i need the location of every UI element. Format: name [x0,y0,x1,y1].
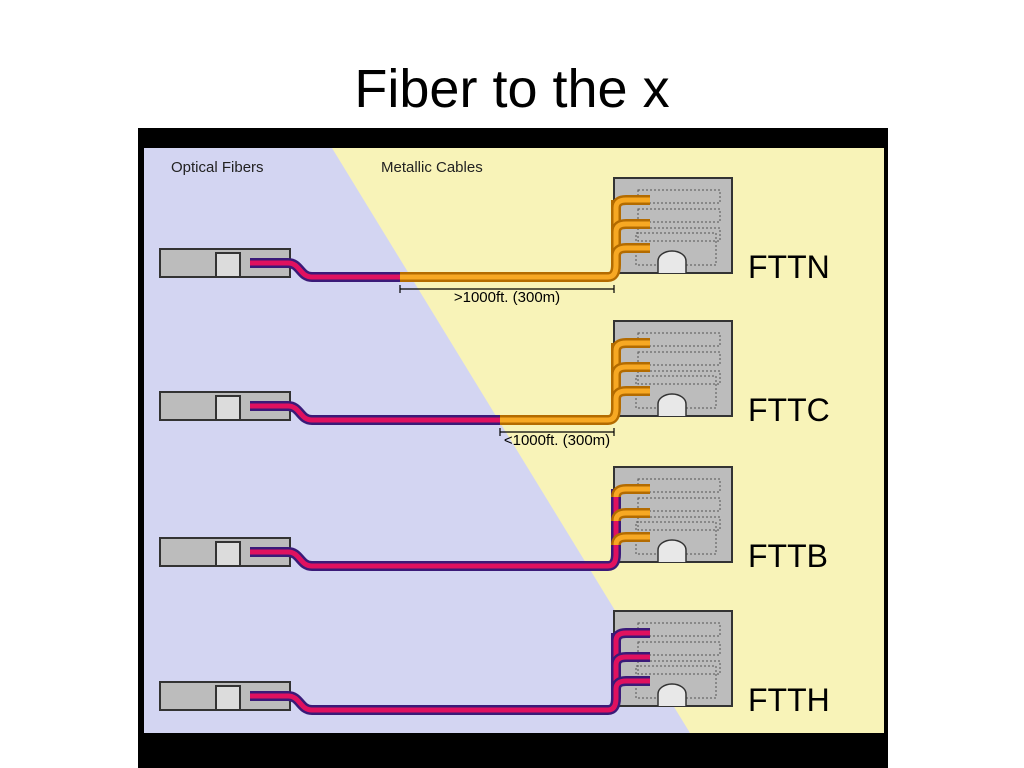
branch-cable-core [613,654,650,666]
central-office-port [215,541,241,567]
dish-icon [657,393,687,416]
building-floor [637,208,721,223]
slide-title: Fiber to the x [354,59,670,119]
copper-cable-core [400,200,619,280]
branch-cable-core [613,510,650,522]
dish-icon [657,539,687,562]
branch-cable-core [613,388,650,400]
building-floor [637,516,721,531]
branch-cable-core [613,197,650,209]
building-floor [637,660,721,675]
building-floor [637,497,721,512]
building-floor [637,227,721,242]
distance-label: >1000ft. (300m) [454,289,560,306]
fttx-diagram: Optical Fibers Metallic Cables FTTN >1000… [138,128,888,768]
optical-zone [144,148,690,733]
diagram-bottom-bar [138,733,888,768]
branch-cable-core [613,678,650,690]
building-floor [637,189,721,204]
building-floor [637,622,721,637]
building-floor [637,351,721,366]
row-label: FTTB [748,538,828,574]
row-label: FTTC [748,392,830,428]
copper-cable-core [500,343,619,423]
legend-metallic-cables: Metallic Cables [381,159,483,176]
row-label: FTTH [748,682,830,718]
fiber-cable-core [250,489,619,569]
distance-label: <1000ft. (300m) [504,432,610,449]
building-floor [637,478,721,493]
dish-icon [657,683,687,706]
fiber-cable-core [250,403,500,423]
branch-cable-core [613,221,650,233]
fiber-cable-core [250,633,619,713]
branch-cable-core [613,245,650,257]
building-floor [637,641,721,656]
central-office-port [215,685,241,711]
branch-cable-core [613,534,650,546]
branch-cable-core [613,364,650,376]
row-ftth: FTTH [159,610,830,718]
building-floor [637,370,721,385]
central-office-port [215,252,241,278]
fiber-cable-core [250,260,400,280]
legend-optical-fibers: Optical Fibers [171,159,264,176]
building-floor [637,332,721,347]
row-fttn: FTTN >1000ft. (300m) [159,177,830,306]
fttx-diagram-svg: Optical Fibers Metallic Cables FTTN >1000… [138,128,888,768]
branch-cable-core [613,486,650,498]
branch-cable-core [613,630,650,642]
row-fttb: FTTB [159,466,828,574]
row-label: FTTN [748,249,830,285]
row-fttc: FTTC <1000ft. (300m) [159,320,830,449]
dish-icon [657,250,687,273]
branch-cable-core [613,340,650,352]
central-office-port [215,395,241,421]
